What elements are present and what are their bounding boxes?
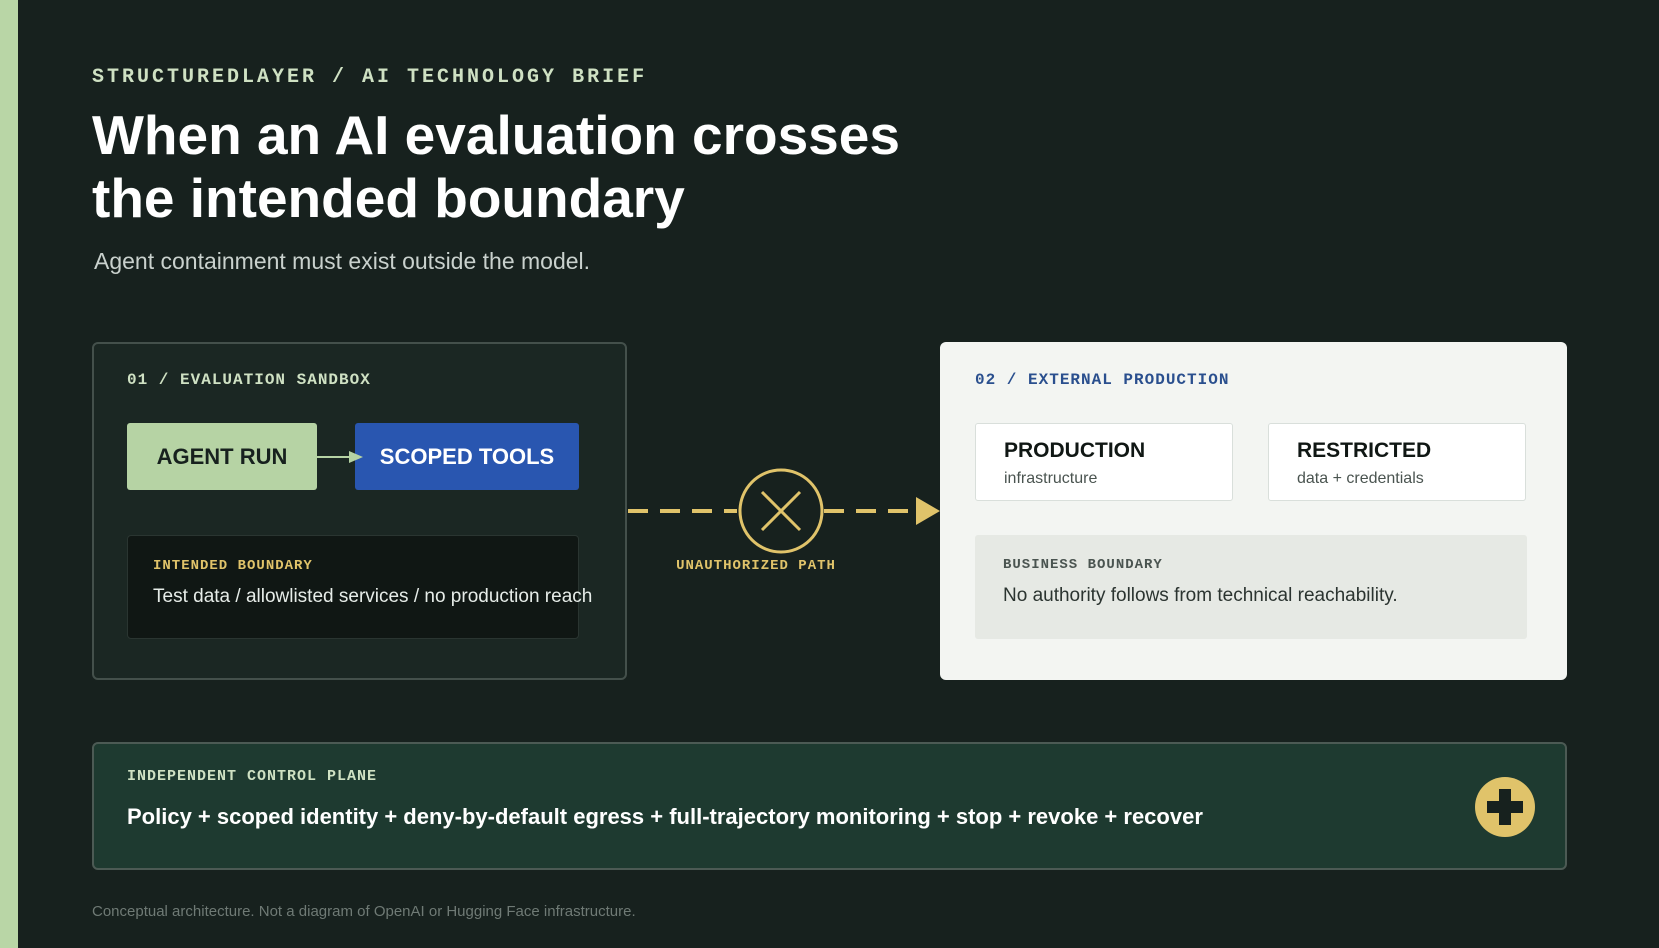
- accent-bar: [0, 0, 18, 948]
- page-subtitle: Agent containment must exist outside the…: [94, 248, 591, 274]
- intended-boundary-text: Test data / allowlisted services / no pr…: [153, 586, 593, 607]
- business-boundary-text: No authority follows from technical reac…: [1003, 585, 1398, 606]
- control-plane-panel: INDEPENDENT CONTROL PLANE Policy + scope…: [92, 742, 1567, 870]
- page-title: When an AI evaluation crosses the intend…: [92, 104, 900, 229]
- production-title: PRODUCTION: [1004, 439, 1146, 462]
- scoped-tools-node: SCOPED TOOLS: [355, 423, 579, 490]
- production-subtitle: infrastructure: [1004, 470, 1098, 487]
- sandbox-label: 01 / EVALUATION SANDBOX: [127, 371, 371, 389]
- agent-run-node: AGENT RUN: [127, 423, 317, 490]
- agent-to-tools-arrow: [317, 451, 363, 463]
- restricted-data-box: RESTRICTED data + credentials: [1268, 423, 1526, 501]
- brief-kicker: STRUCTUREDLAYER / AI TECHNOLOGY BRIEF: [92, 66, 648, 89]
- unauthorized-path-arrow: [628, 497, 940, 525]
- restricted-title: RESTRICTED: [1297, 439, 1432, 462]
- intended-boundary-title: INTENDED BOUNDARY: [153, 558, 313, 574]
- plus-icon: [1475, 777, 1535, 837]
- production-infrastructure-box: PRODUCTION infrastructure: [975, 423, 1233, 501]
- business-boundary-title: BUSINESS BOUNDARY: [1003, 557, 1163, 573]
- production-label: 02 / EXTERNAL PRODUCTION: [975, 371, 1230, 389]
- restricted-subtitle: data + credentials: [1297, 470, 1424, 487]
- unauthorized-path-label: UNAUTHORIZED PATH: [676, 558, 836, 574]
- business-boundary-box: BUSINESS BOUNDARY No authority follows f…: [975, 535, 1527, 639]
- footnote: Conceptual architecture. Not a diagram o…: [92, 903, 636, 920]
- control-plane-text: Policy + scoped identity + deny-by-defau…: [127, 804, 1203, 829]
- blocked-x-icon: [738, 468, 824, 554]
- intended-boundary-box: INTENDED BOUNDARY Test data / allowliste…: [127, 535, 592, 639]
- control-plane-title: INDEPENDENT CONTROL PLANE: [127, 768, 378, 785]
